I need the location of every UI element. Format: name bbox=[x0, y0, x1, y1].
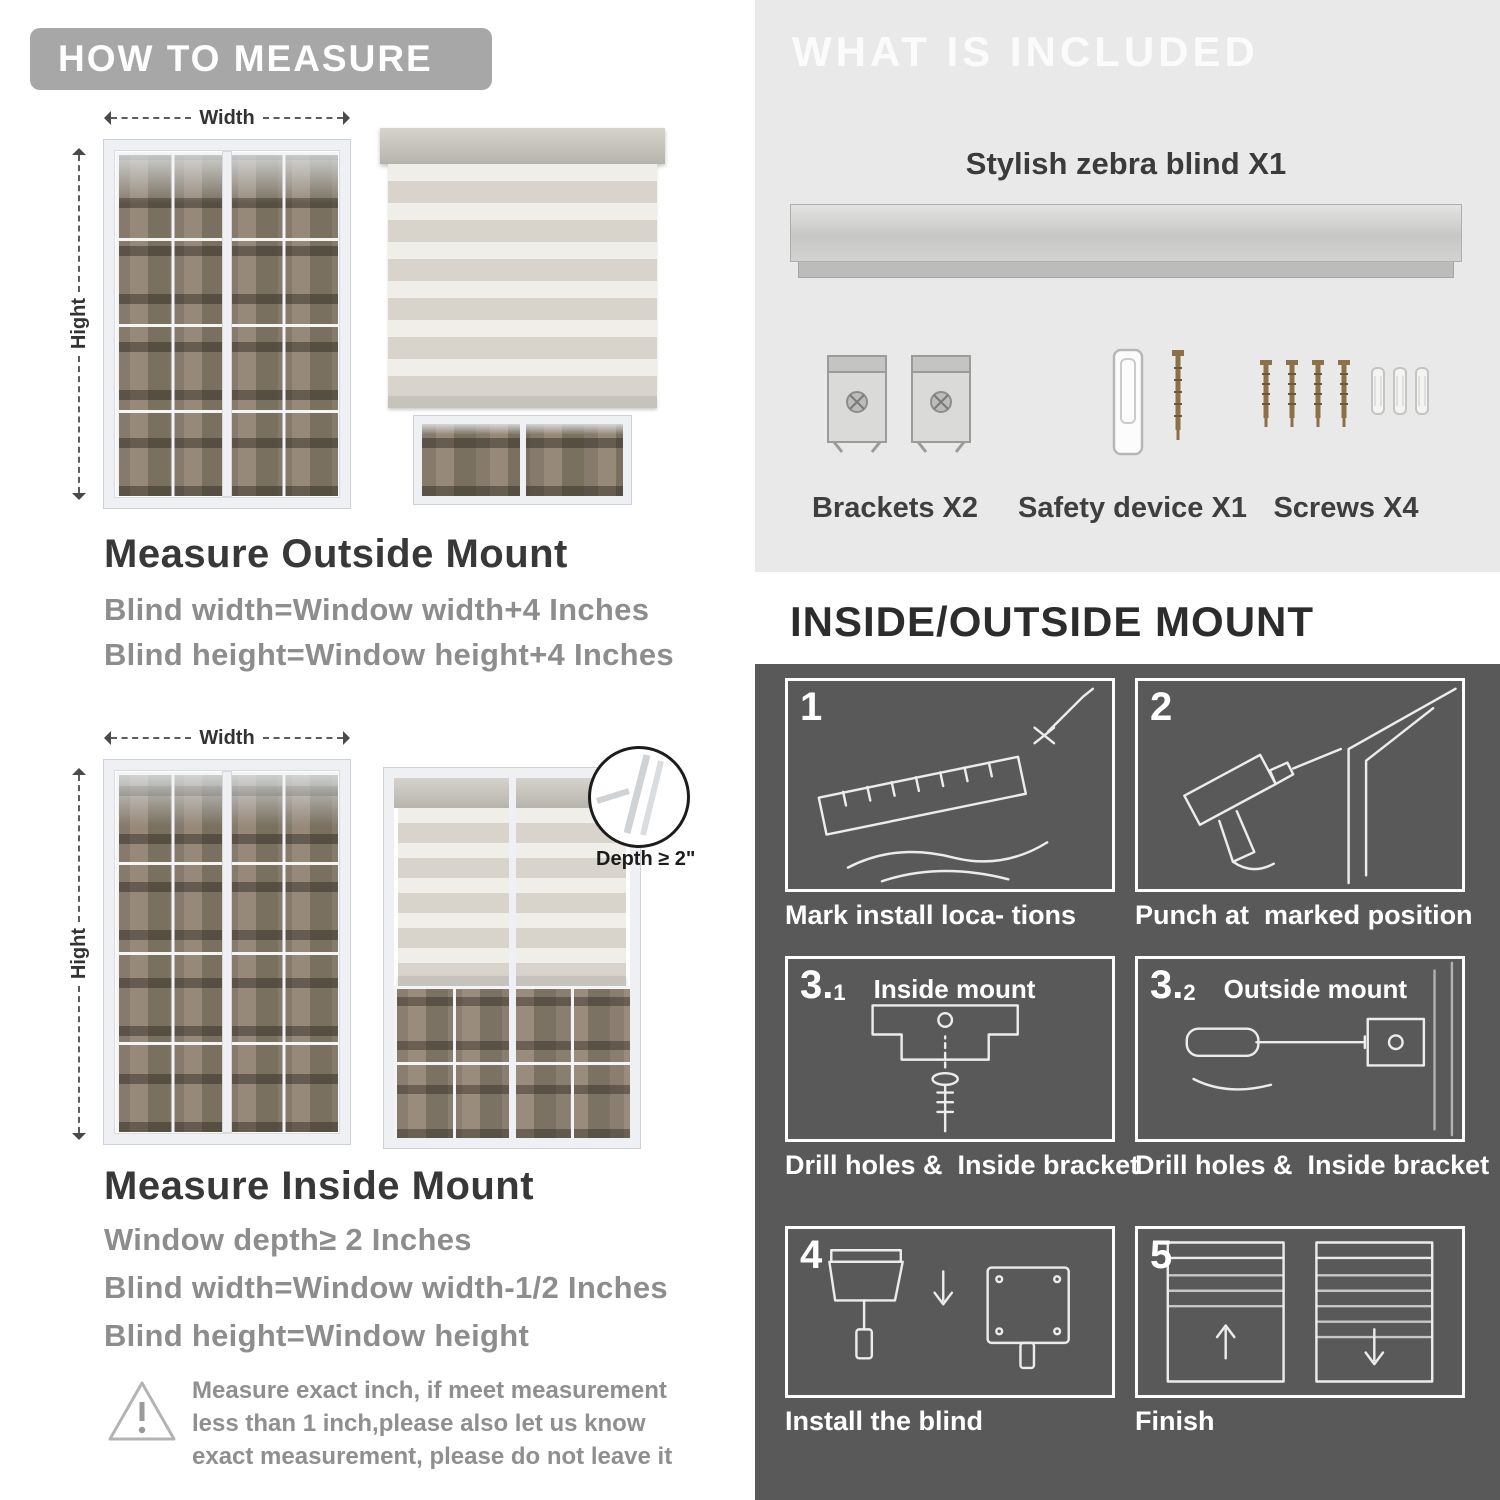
step-num: 3. bbox=[1150, 963, 1184, 1007]
step-caption-5: Finish bbox=[1135, 1406, 1215, 1436]
window-photo-inside bbox=[104, 760, 350, 1144]
window-center-divider bbox=[223, 152, 231, 496]
step-num: 1 bbox=[800, 685, 823, 729]
step-caption-3-2: Drill holes & Inside bracket bbox=[1135, 1150, 1490, 1180]
step-caption-1: Mark install loca- tions bbox=[785, 900, 1077, 930]
window-below-blind bbox=[414, 416, 631, 504]
step-num: 4 bbox=[800, 1233, 823, 1277]
safety-device-icon bbox=[1112, 348, 1184, 456]
window-center-divider bbox=[223, 772, 231, 1132]
dashed-line bbox=[262, 117, 344, 119]
dashed-line bbox=[262, 737, 344, 739]
step-number: 5 bbox=[1150, 1235, 1200, 1275]
step-number: 4 bbox=[800, 1235, 850, 1275]
inside-mount-heading: Measure Inside Mount bbox=[104, 1164, 535, 1208]
finish-illustration bbox=[1166, 1241, 1434, 1383]
step-cell-3-2: 3. 2 Outside mount bbox=[1135, 956, 1465, 1142]
step-cell-3-1: 3. 1 Inside mount bbox=[785, 956, 1115, 1142]
height-label: Hight bbox=[67, 928, 90, 980]
step-number: 2 bbox=[1150, 687, 1200, 727]
width-label: Width bbox=[199, 106, 255, 129]
step-caption-4: Install the blind bbox=[785, 1406, 984, 1436]
step-caption-3-1: Drill holes & Inside bracket bbox=[785, 1150, 1140, 1180]
height-arrow-inside: Hight bbox=[67, 768, 90, 1140]
inside-rule-height: Blind height=Window height bbox=[104, 1318, 530, 1353]
how-to-measure-title: HOW TO MEASURE bbox=[58, 38, 433, 79]
outside-rule-width: Blind width=Window width+4 Inches bbox=[104, 592, 650, 627]
headrail-bottom-lip bbox=[798, 262, 1454, 278]
safety-device-label: Safety device X1 bbox=[1018, 492, 1247, 524]
dashed-line bbox=[78, 355, 80, 493]
headrail-illustration bbox=[790, 204, 1462, 262]
depth-zoom-circle bbox=[588, 746, 690, 848]
arrow-left-icon bbox=[104, 731, 111, 745]
how-to-measure-banner: HOW TO MEASURE bbox=[30, 28, 492, 90]
mark-location-illustration bbox=[817, 687, 1095, 883]
step-cell-1: 1 bbox=[785, 678, 1115, 892]
blind-bottom-rail bbox=[388, 396, 657, 408]
step-cell-2: 2 bbox=[1135, 678, 1465, 892]
height-arrow-outside: Hight bbox=[67, 148, 90, 500]
step-title: Inside mount bbox=[873, 974, 1036, 1004]
step-num: 5 bbox=[1150, 1233, 1173, 1277]
arrow-right-icon bbox=[343, 731, 351, 745]
arrow-right-icon bbox=[343, 111, 351, 125]
width-arrow-inside: Width bbox=[104, 727, 351, 749]
dashed-line bbox=[111, 737, 192, 739]
step-number: 3. 1 Inside mount bbox=[800, 965, 1035, 1006]
step-num-sub: 2 bbox=[1183, 980, 1196, 1005]
step-cell-5: 5 bbox=[1135, 1226, 1465, 1398]
window-center-divider bbox=[508, 778, 516, 1138]
zebra-blind-outside-figure bbox=[380, 128, 665, 508]
install-blind-illustration bbox=[828, 1249, 1070, 1370]
step-cell-4: 4 bbox=[785, 1226, 1115, 1398]
frame-corner-icon bbox=[596, 754, 664, 836]
bracket-icon bbox=[827, 355, 887, 453]
outside-bracket-illustration bbox=[1185, 961, 1454, 1137]
depth-callout-label: Depth ≥ 2" bbox=[596, 848, 696, 870]
arrow-down-icon bbox=[72, 1133, 86, 1140]
dashed-line bbox=[111, 117, 192, 119]
step-num: 3. bbox=[800, 963, 834, 1007]
width-label: Width bbox=[199, 726, 255, 749]
step-title: Outside mount bbox=[1223, 974, 1408, 1004]
drill-illustration bbox=[1183, 687, 1457, 885]
outside-mount-heading: Measure Outside Mount bbox=[104, 532, 568, 576]
window-photo-outside bbox=[104, 140, 350, 508]
blind-fabric-stripes bbox=[388, 164, 657, 396]
step-caption-2: Punch at marked position bbox=[1135, 900, 1473, 930]
inside-bracket-illustration bbox=[871, 1004, 1019, 1133]
dashed-line bbox=[78, 155, 80, 293]
arrow-up-icon bbox=[72, 148, 86, 155]
bracket-icon bbox=[911, 355, 971, 453]
zebra-blind-inside-figure bbox=[384, 768, 640, 1148]
arrow-down-icon bbox=[72, 493, 86, 500]
brackets-label: Brackets X2 bbox=[811, 492, 979, 524]
height-label: Hight bbox=[67, 298, 90, 350]
step-number: 1 bbox=[800, 687, 850, 727]
dashed-line bbox=[78, 775, 80, 923]
screws-icon bbox=[1260, 360, 1429, 427]
width-arrow-outside: Width bbox=[104, 107, 351, 129]
step-number: 3. 2 Outside mount bbox=[1150, 965, 1407, 1006]
what-is-included-panel bbox=[755, 0, 1500, 572]
dashed-line bbox=[78, 985, 80, 1133]
zebra-blind-name: Stylish zebra blind X1 bbox=[965, 146, 1287, 181]
mount-heading: INSIDE/OUTSIDE MOUNT bbox=[790, 598, 1315, 645]
outside-rule-height: Blind height=Window height+4 Inches bbox=[104, 637, 674, 672]
blind-cassette bbox=[380, 128, 665, 164]
screws-label: Screws X4 bbox=[1273, 492, 1419, 524]
inside-rule-width: Blind width=Window width-1/2 Inches bbox=[104, 1270, 668, 1305]
measurement-note: Measure exact inch, if meet measurement … bbox=[192, 1377, 673, 1471]
warning-triangle-icon bbox=[108, 1381, 176, 1441]
step-num: 2 bbox=[1150, 685, 1173, 729]
window-center-divider bbox=[519, 424, 526, 496]
arrow-up-icon bbox=[72, 768, 86, 775]
step-num-sub: 1 bbox=[833, 980, 846, 1005]
arrow-left-icon bbox=[104, 111, 111, 125]
inside-rule-depth: Window depth≥ 2 Inches bbox=[104, 1222, 472, 1257]
what-is-included-title: WHAT IS INCLUDED bbox=[792, 28, 1259, 75]
mount-heading-band bbox=[755, 572, 1500, 664]
